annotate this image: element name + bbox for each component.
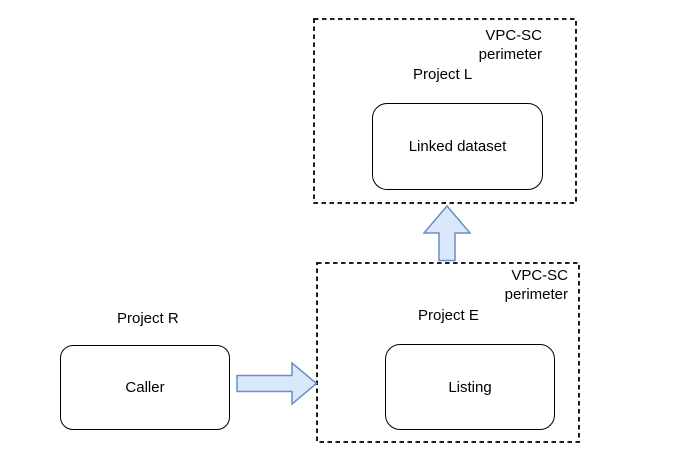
linked-dataset-node: Linked dataset [372, 103, 543, 190]
vpc-perimeter-top-border [313, 18, 577, 204]
project-r-label: Project R [117, 310, 179, 327]
arrow-caller-to-listing [236, 361, 318, 406]
caller-node-label: Caller [125, 379, 165, 396]
vpc-perimeter-top-label-line1: VPC-SC [485, 27, 542, 44]
project-l-label: Project L [413, 66, 473, 83]
vpc-perimeter-top-label: VPC-SC perimeter [402, 26, 542, 64]
vpc-perimeter-bottom-label-line1: VPC-SC [511, 267, 568, 284]
vpc-perimeter-bottom-label: VPC-SC perimeter [428, 266, 568, 304]
arrow-listing-to-linked-dataset [422, 204, 472, 262]
listing-node-label: Listing [448, 378, 492, 396]
project-e-label: Project E [418, 307, 479, 324]
vpc-perimeter-bottom-border [316, 262, 580, 443]
vpc-perimeter-top-label-line2: perimeter [478, 46, 542, 63]
vpc-perimeter-bottom-label-line2: perimeter [504, 286, 568, 303]
caller-node: Caller [60, 345, 230, 430]
listing-node: Listing [385, 344, 555, 430]
linked-dataset-node-label: Linked dataset [408, 138, 507, 155]
